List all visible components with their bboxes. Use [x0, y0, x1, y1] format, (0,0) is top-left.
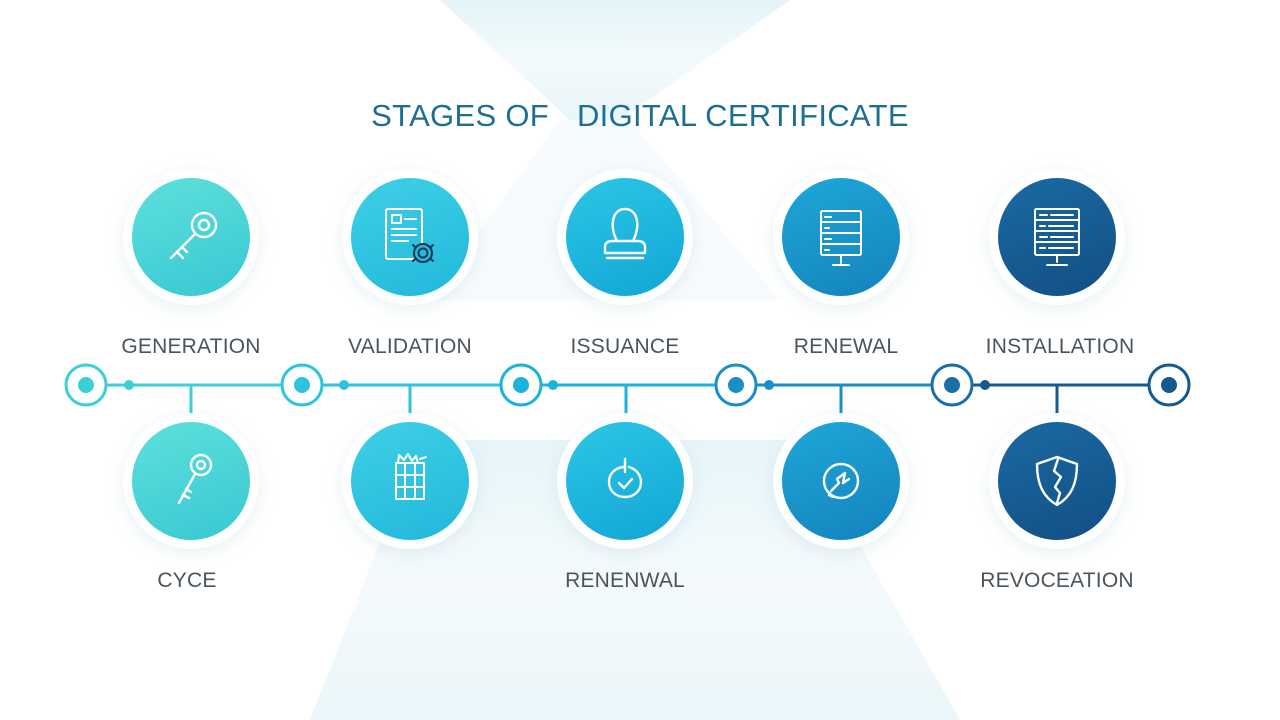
server-list-icon [820, 210, 862, 266]
stage-circle-broken-circle [782, 422, 900, 540]
stage-circle-renewal [782, 178, 900, 296]
stage-label-renewal: RENEWAL [793, 335, 899, 358]
stage-label-renenwal: RENENWAL [565, 569, 685, 592]
stage-circle-installation [998, 178, 1116, 296]
stamp-icon [603, 207, 647, 260]
stage-circle-grid-document [351, 422, 469, 540]
stage-circle-revocation [998, 422, 1116, 540]
key-icon [177, 453, 213, 505]
stage-label-revocation: REVOCEATION [980, 569, 1134, 592]
title-part-2: DIGITAL CERTIFICATE [577, 98, 909, 133]
broken-shield-icon [1035, 455, 1079, 507]
timeline-dot-4 [764, 380, 774, 390]
stage-label-issuance: ISSUANCE [570, 335, 680, 358]
key-icon [169, 211, 218, 260]
timeline-dot-5 [980, 380, 990, 390]
check-circle-icon [607, 457, 643, 499]
stage-circle-renenwal [566, 422, 684, 540]
timeline-dot-3 [548, 380, 558, 390]
stage-label-cycle: CYCE [157, 569, 217, 592]
stage-label-generation: GENERATION [121, 335, 261, 358]
grid-document-icon [395, 453, 427, 500]
page-title: STAGES OF DIGITAL CERTIFICATE [0, 98, 1280, 134]
stage-circle-cycle [132, 422, 250, 540]
stage-label-validation: VALIDATION [348, 335, 472, 358]
stage-label-installation: INSTALLATION [985, 335, 1135, 358]
stage-circle-generation [132, 178, 250, 296]
stage-circle-issuance [566, 178, 684, 296]
stage-circle-validation [351, 178, 469, 296]
timeline-node-1 [64, 363, 108, 407]
document-seal-icon [385, 208, 434, 263]
timeline-node-5 [930, 363, 974, 407]
timeline-node-6 [1147, 363, 1191, 407]
timeline-node-2 [280, 363, 324, 407]
timeline-dot-2 [339, 380, 349, 390]
timeline-node-3 [499, 363, 543, 407]
title-part-1: STAGES OF [371, 98, 549, 133]
broken-circle-icon [822, 462, 860, 500]
timeline-node-4 [714, 363, 758, 407]
timeline-dot-1 [124, 380, 134, 390]
server-rack-icon [1034, 208, 1080, 266]
